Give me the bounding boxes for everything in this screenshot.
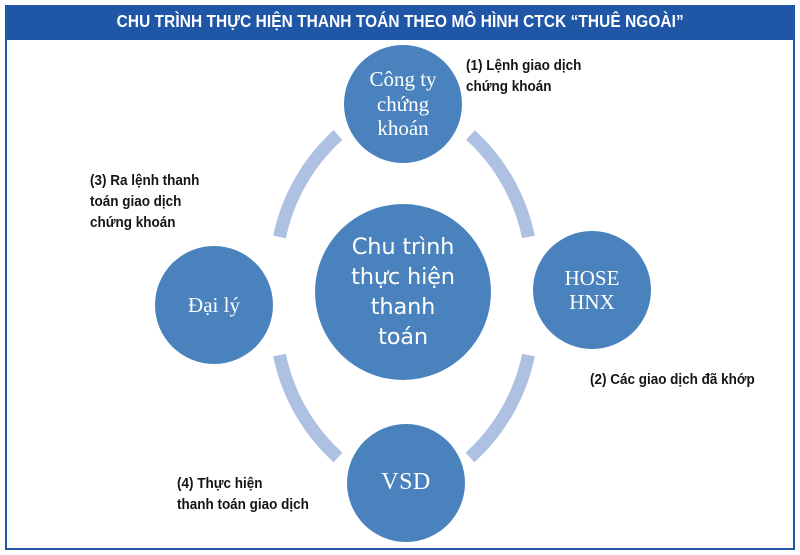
node-hose-hnx[interactable]: HOSE HNX	[533, 231, 651, 349]
node-center-chu-trinh[interactable]: Chu trình thực hiện thanh toán	[315, 204, 491, 380]
node-center-line-4: toán	[378, 324, 428, 351]
callout-step-2-line-1: (2) Các giao dịch đã khớp	[590, 372, 755, 388]
diagram-content-panel: Công ty chứng khoán HOSE HNX VSD Đại lý	[5, 38, 795, 550]
callout-step-4-line-2: thanh toán giao dịch	[177, 497, 309, 514]
node-hose-line-2: HNX	[569, 290, 615, 314]
callout-step-1-line-2: chứng khoán	[466, 79, 552, 96]
callout-step-3-line-1: (3) Ra lệnh thanh	[90, 173, 200, 189]
node-dai-ly-line-1: Đại lý	[188, 292, 240, 317]
ring-arc-top-right	[466, 130, 535, 239]
header-bar: CHU TRÌNH THỰC HIỆN THANH TOÁN THEO MÔ H…	[5, 5, 795, 38]
node-dai-ly[interactable]: Đại lý	[155, 246, 273, 364]
ring-arc-top-left	[273, 130, 343, 239]
node-cong-ty-line-2: chứng	[376, 91, 430, 116]
node-center-line-1: Chu trình	[351, 233, 455, 260]
ring-arc-bottom-right	[465, 353, 535, 463]
node-cong-ty-line-3: khoán	[377, 116, 429, 141]
callout-step-2: (2) Các giao dịch đã khớp	[590, 370, 755, 391]
page-title: CHU TRÌNH THỰC HIỆN THANH TOÁN THEO MÔ H…	[116, 11, 684, 31]
node-vsd-line-1: VSD	[381, 469, 431, 496]
node-cong-ty-line-1: Công ty	[369, 67, 437, 92]
callout-step-3-line-2: toán giao dịch	[90, 194, 182, 211]
ring-arc-bottom-left	[273, 353, 343, 463]
node-center-line-3: thanh	[370, 294, 436, 320]
callout-step-3: (3) Ra lệnh thanh toán giao dịch chứng k…	[90, 171, 199, 234]
callout-step-1-line-1: (1) Lệnh giao dịch	[466, 58, 582, 74]
node-cong-ty-chung-khoan[interactable]: Công ty chứng khoán	[344, 45, 462, 163]
callout-step-4-line-1: (4) Thực hiện	[177, 476, 263, 492]
node-vsd[interactable]: VSD	[347, 424, 465, 542]
node-center-line-2: thực hiện	[351, 263, 455, 290]
node-hose-line-1: HOSE	[564, 265, 620, 290]
callout-step-1: (1) Lệnh giao dịch chứng khoán	[466, 56, 581, 98]
callout-step-3-line-3: chứng khoán	[90, 215, 176, 232]
callout-step-4: (4) Thực hiện thanh toán giao dịch	[177, 474, 309, 516]
